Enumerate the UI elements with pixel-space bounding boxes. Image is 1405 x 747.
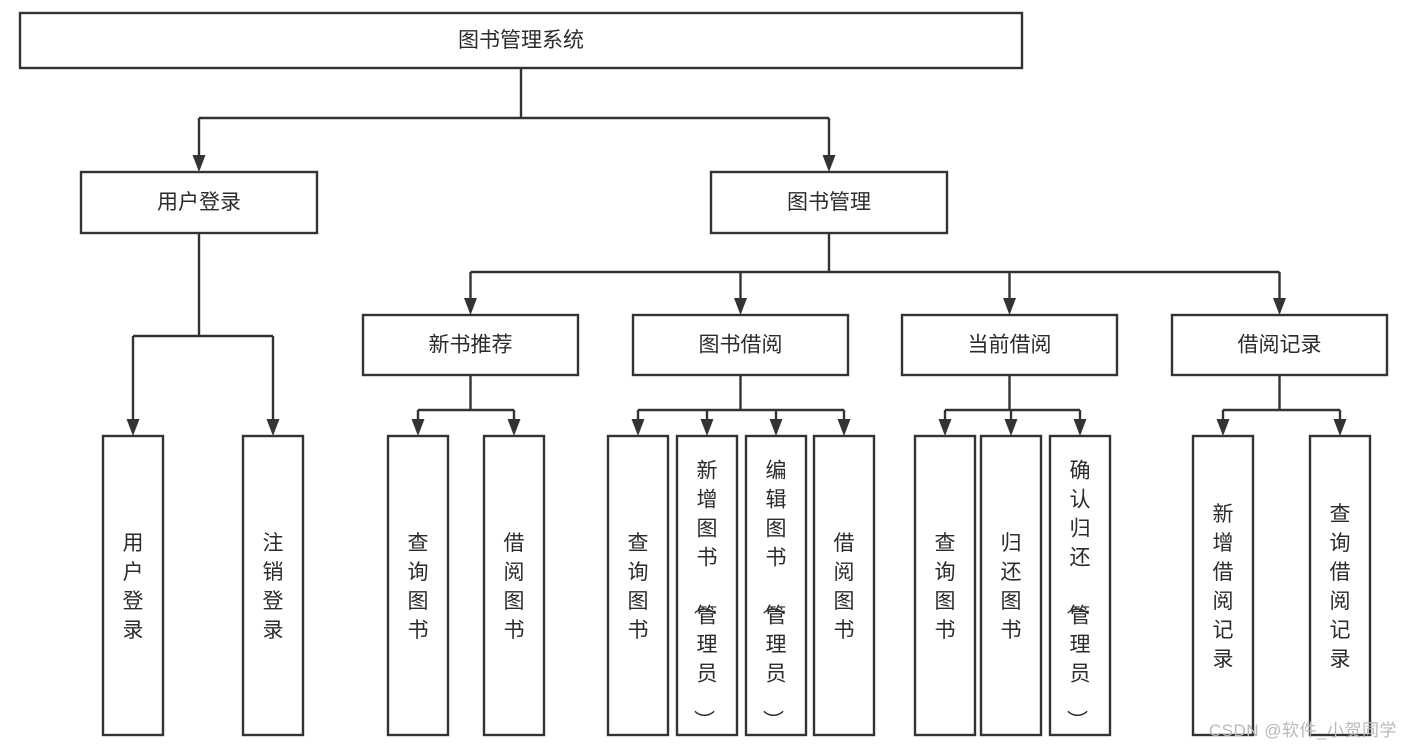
node-label: 图书借阅 — [699, 334, 783, 357]
node-label: 注销登录 — [263, 532, 284, 642]
arrow-head-icon — [734, 298, 747, 315]
arrow-head-icon — [507, 419, 521, 436]
node-new-book-rec[interactable]: 新书推荐 — [361, 313, 580, 377]
node-leaf-borrow-2[interactable]: 借阅图书 — [812, 434, 876, 737]
node-label: 新增图书（管理员） — [692, 460, 718, 731]
arrow-head-icon — [700, 419, 714, 436]
node-user-login[interactable]: 用户登录 — [79, 170, 319, 235]
node-box[interactable] — [709, 170, 949, 235]
node-current-borrow[interactable]: 当前借阅 — [900, 313, 1119, 377]
arrow-head-icon — [1073, 419, 1087, 436]
node-box[interactable] — [1170, 313, 1389, 377]
node-leaf-add-book[interactable]: 新增图书（管理员） — [675, 434, 739, 737]
node-book-manage[interactable]: 图书管理 — [709, 170, 949, 235]
node-label: 借阅图书 — [504, 532, 525, 642]
node-label: 查询借阅记录 — [1330, 503, 1351, 671]
node-leaf-borrow-1[interactable]: 借阅图书 — [482, 434, 546, 737]
node-label: 借阅记录 — [1238, 334, 1322, 357]
node-leaf-return[interactable]: 归还图书 — [979, 434, 1043, 737]
node-leaf-query-2[interactable]: 查询图书 — [606, 434, 670, 737]
node-label: 借阅图书 — [834, 532, 855, 642]
node-label: 查询图书 — [408, 532, 429, 642]
node-borrow-record[interactable]: 借阅记录 — [1170, 313, 1389, 377]
arrow-head-icon — [631, 419, 645, 436]
node-box[interactable] — [361, 313, 580, 377]
node-box[interactable] — [1048, 434, 1112, 737]
arrow-head-icon — [1333, 419, 1347, 436]
node-label: 用户登录 — [123, 532, 144, 642]
node-box[interactable] — [675, 434, 739, 737]
node-box[interactable] — [631, 313, 850, 377]
node-book-borrow[interactable]: 图书借阅 — [631, 313, 850, 377]
node-label: 查询图书 — [628, 532, 649, 642]
node-box[interactable] — [744, 434, 808, 737]
node-box[interactable] — [241, 434, 305, 737]
node-label: 图书管理 — [787, 191, 871, 214]
connector-group-book-manage — [464, 233, 1286, 315]
node-box[interactable] — [101, 434, 165, 737]
node-box[interactable] — [979, 434, 1043, 737]
node-box[interactable] — [79, 170, 319, 235]
node-label: 确认归还（管理员） — [1065, 460, 1091, 731]
connector-group-borrow-record — [1216, 375, 1347, 436]
node-leaf-confirm[interactable]: 确认归还（管理员） — [1048, 434, 1112, 737]
node-leaf-add-rec[interactable]: 新增借阅记录 — [1191, 434, 1255, 737]
arrow-head-icon — [1004, 419, 1018, 436]
node-box[interactable] — [913, 434, 977, 737]
node-label: 当前借阅 — [968, 334, 1052, 357]
arrow-head-icon — [1273, 298, 1286, 315]
node-box[interactable] — [1308, 434, 1372, 737]
arrow-head-icon — [769, 419, 783, 436]
node-box[interactable] — [1191, 434, 1255, 737]
arrow-head-icon — [464, 298, 477, 315]
arrow-head-icon — [126, 419, 140, 436]
node-box[interactable] — [606, 434, 670, 737]
connector-layer — [126, 68, 1347, 436]
node-label: 编辑图书（管理员） — [761, 460, 787, 731]
node-label: 查询图书 — [935, 532, 956, 642]
arrow-head-icon — [822, 155, 836, 172]
node-box[interactable] — [386, 434, 450, 737]
connector-group-current-borrow — [938, 375, 1087, 436]
arrow-head-icon — [837, 419, 851, 436]
node-label: 图书管理系统 — [458, 29, 584, 52]
node-layer: 图书管理系统用户登录图书管理新书推荐图书借阅当前借阅借阅记录用户登录注销登录查询… — [18, 11, 1389, 737]
arrow-head-icon — [192, 155, 206, 172]
connector-group-user-login — [126, 233, 280, 436]
arrow-head-icon — [1216, 419, 1230, 436]
arrow-head-icon — [938, 419, 952, 436]
node-label: 归还图书 — [1001, 532, 1022, 642]
connector-group-new-book-rec — [411, 375, 521, 436]
node-leaf-query-3[interactable]: 查询图书 — [913, 434, 977, 737]
node-label: 用户登录 — [157, 191, 241, 214]
node-box[interactable] — [812, 434, 876, 737]
connector-group-book-borrow — [631, 375, 851, 436]
node-root[interactable]: 图书管理系统 — [18, 11, 1024, 70]
node-leaf-query-rec[interactable]: 查询借阅记录 — [1308, 434, 1372, 737]
node-leaf-user-login[interactable]: 用户登录 — [101, 434, 165, 737]
arrow-head-icon — [1003, 298, 1016, 315]
arrow-head-icon — [411, 419, 425, 436]
node-label: 新书推荐 — [429, 334, 513, 357]
node-box[interactable] — [482, 434, 546, 737]
node-box[interactable] — [18, 11, 1024, 70]
node-leaf-query-1[interactable]: 查询图书 — [386, 434, 450, 737]
node-label: 新增借阅记录 — [1213, 503, 1234, 671]
node-leaf-edit-book[interactable]: 编辑图书（管理员） — [744, 434, 808, 737]
node-box[interactable] — [900, 313, 1119, 377]
arrow-head-icon — [266, 419, 280, 436]
node-leaf-logout[interactable]: 注销登录 — [241, 434, 305, 737]
connector-group-root — [192, 68, 836, 172]
